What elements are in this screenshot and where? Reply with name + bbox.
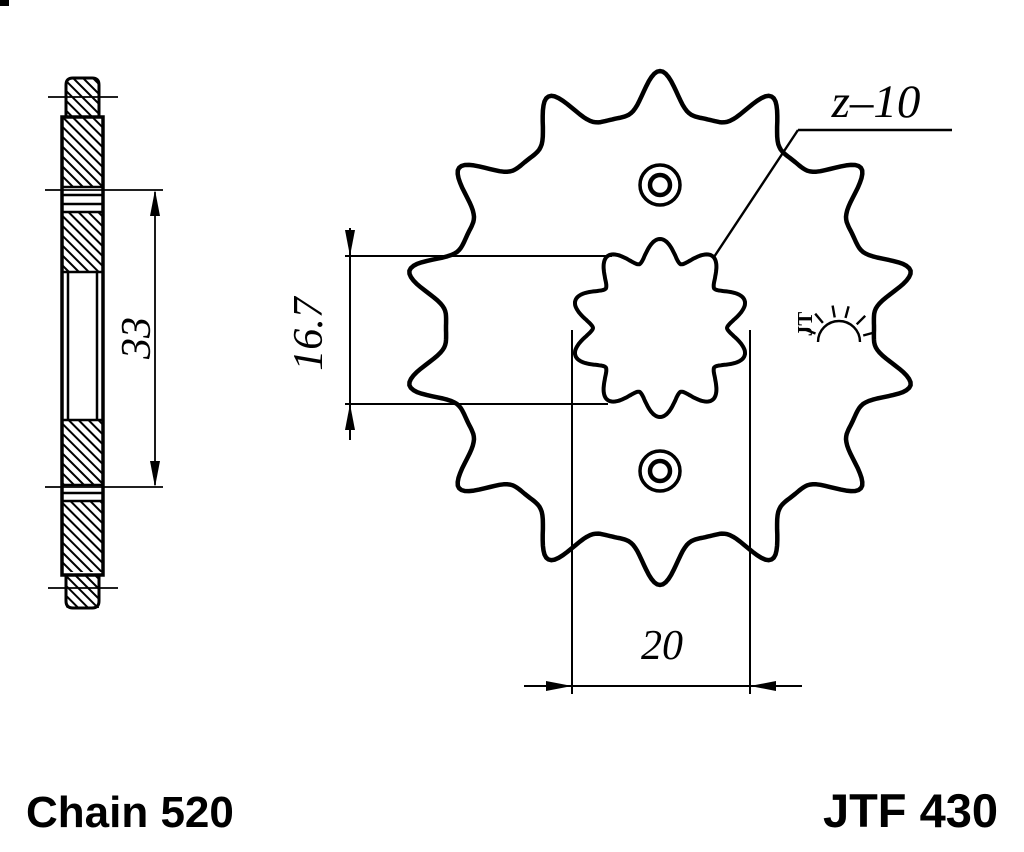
spline-bore: [573, 237, 747, 419]
teeth-label-text: z–10: [831, 76, 921, 128]
hatch-bottom-cap: [66, 575, 99, 608]
jt-logo-dome: [816, 319, 862, 343]
jt-logo-rays: [803, 305, 876, 337]
dim-167-text: 16.7: [286, 295, 332, 371]
arrowhead-right: [546, 681, 572, 691]
arrowhead-left: [750, 681, 776, 691]
part-number-label: JTF 430: [823, 784, 998, 837]
dim-20-text: 20: [641, 623, 683, 669]
side-view: [48, 76, 118, 610]
hatch-band: [62, 212, 103, 272]
bottom-cap-outline: [64, 575, 101, 610]
scan-corner-artifact: [0, 0, 9, 6]
arrowhead-down: [150, 461, 160, 487]
dimension-stack-height: 33: [45, 189, 163, 488]
body-outline: [60, 115, 105, 577]
arrowhead-down: [345, 230, 355, 256]
teeth-count-callout: z–10: [712, 76, 952, 258]
hatch-band: [62, 501, 103, 572]
section-lines: [62, 185, 103, 503]
arrowhead-up: [345, 404, 355, 430]
dimension-hub-width: 20: [524, 330, 802, 694]
dim-33-text: 33: [114, 317, 160, 360]
front-view: [407, 68, 913, 588]
hatch-band: [62, 117, 103, 187]
dimension-spline: 16.7: [286, 228, 612, 440]
leader-line: [712, 129, 800, 258]
rivet-hole-bottom: [638, 449, 682, 493]
hatch-band: [62, 420, 103, 485]
jt-logo: JT: [793, 305, 876, 343]
arrowhead-up: [150, 190, 160, 216]
rivet-hole-top: [638, 163, 682, 207]
chain-size-label: Chain 520: [26, 788, 234, 837]
top-cap-outline: [64, 76, 101, 117]
centerline-ticks: [48, 96, 118, 589]
